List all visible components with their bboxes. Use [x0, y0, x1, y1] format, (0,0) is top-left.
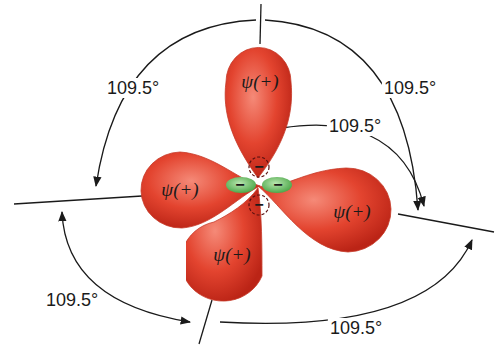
lobe-label: ψ(+) — [161, 179, 198, 201]
phase-sign: − — [254, 197, 263, 213]
angle-label: 109.5° — [44, 290, 100, 310]
angle-label: 109.5° — [382, 78, 438, 98]
phase-sign: − — [273, 177, 282, 193]
phase-sign: − — [235, 177, 244, 193]
orbital-lobe: ψ(+) — [186, 176, 278, 302]
phase-sign: − — [254, 159, 263, 175]
lobe-label: ψ(+) — [213, 244, 250, 266]
angle-label: 109.5° — [105, 78, 161, 98]
lobe-shape — [186, 176, 278, 302]
lobe-label: ψ(+) — [241, 71, 278, 93]
lobe-label: ψ(+) — [333, 201, 370, 223]
angle-label: 109.5° — [327, 116, 383, 136]
angle-label: 109.5° — [328, 318, 384, 338]
